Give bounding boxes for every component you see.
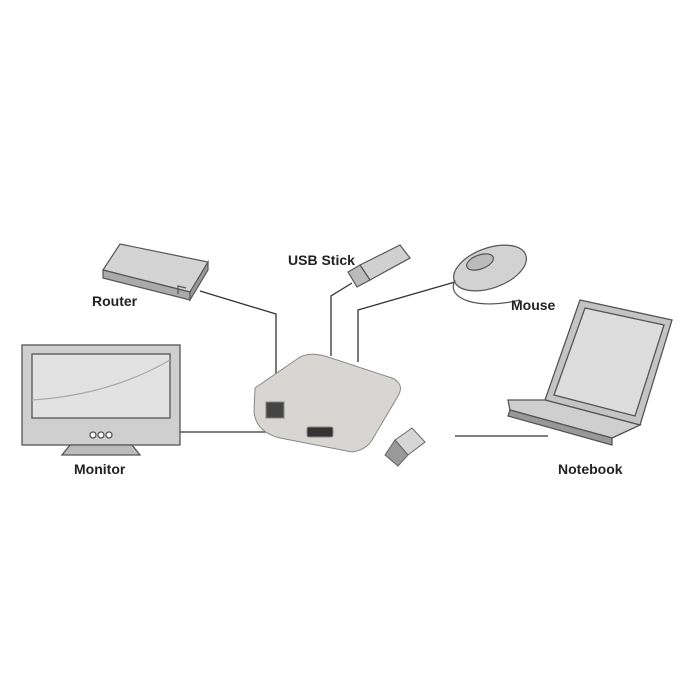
router-icon <box>102 243 209 303</box>
router-label: Router <box>92 293 138 309</box>
usb-c-adapter-icon <box>384 427 426 467</box>
notebook-label: Notebook <box>558 461 623 477</box>
mouse-cable <box>357 281 456 362</box>
monitor-icon <box>21 344 181 456</box>
mouse-icon <box>452 244 527 305</box>
notebook-icon <box>507 299 673 446</box>
usb-stick-cable <box>330 282 353 356</box>
mouse-label: Mouse <box>511 297 556 313</box>
usb-stick-icon <box>347 244 411 288</box>
router-cable <box>199 290 277 402</box>
monitor-label: Monitor <box>74 461 126 477</box>
usb-stick-label: USB Stick <box>288 252 355 268</box>
usb-c-hub-icon <box>253 353 401 453</box>
